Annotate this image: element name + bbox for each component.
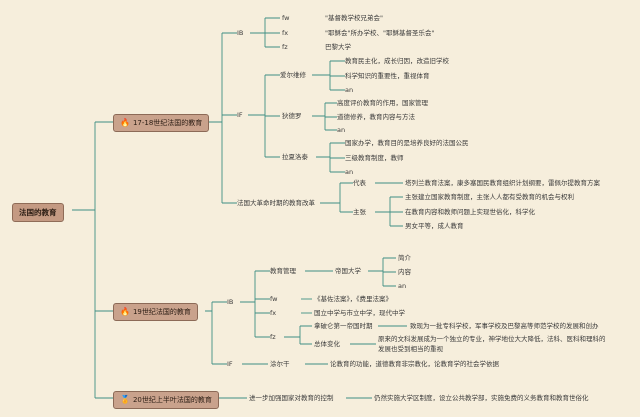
- fw-text: 《基佐法案》，《费里法案》: [314, 295, 392, 303]
- univ-label: 帝国大学: [335, 267, 361, 275]
- person-point: an: [345, 86, 354, 94]
- fz-first-label: 拿破仑第一帝国时期: [314, 322, 373, 330]
- ib-label: IB: [237, 29, 244, 37]
- section-label: 20世纪上半叶法国的教育: [132, 396, 212, 404]
- person-diderot: 狄德罗: [282, 112, 302, 120]
- ib-item-key: fw: [282, 14, 290, 22]
- connector: [205, 301, 227, 365]
- section-17-18th-century: 🔥 17-18世纪法国的教育: [113, 114, 210, 132]
- ib-item-key: fx: [282, 29, 289, 37]
- if-label: IF: [227, 360, 233, 368]
- claim-text: 男女平等，成人教育: [405, 222, 464, 230]
- person-helvetius: 爱尔维修: [280, 71, 306, 79]
- connector: [72, 121, 113, 399]
- durkheim-text: 论教育的功能，道德教育非宗教化，论教育学的社会学依据: [330, 360, 499, 368]
- person-la-chalotais: 拉夏洛泰: [282, 153, 308, 161]
- person-point: 三级教育制度，教师: [345, 154, 404, 162]
- connector: [250, 17, 280, 48]
- root-node: 法国的教育: [12, 203, 64, 222]
- section3-mid-text: 进一步加强国家对教育的控制: [249, 394, 334, 402]
- connector: [284, 325, 312, 345]
- person-point: 教育民主化，成长归因，改造旧学校: [345, 57, 449, 65]
- revolution-label: 法国大革命时期的教育改革: [237, 199, 315, 207]
- person-point: 道德修养，教育内容与方法: [337, 113, 415, 121]
- connector: [312, 102, 337, 131]
- ib-item-key: fz: [282, 43, 288, 51]
- fz-overall-line: 发展也受到相当的重视: [378, 345, 443, 353]
- connector: [248, 74, 280, 158]
- claim-text: 主张建立国家教育制度，主张人人都有受教育的机会与权利: [405, 193, 574, 201]
- section-early-20th-century: 🏅 20世纪上半叶法国的教育: [113, 391, 219, 409]
- person-durkheim: 涂尔干: [270, 360, 290, 368]
- connector: [240, 270, 270, 338]
- ib-item-text: 巴黎大学: [325, 43, 351, 51]
- univ-point: 简介: [398, 254, 411, 262]
- fz-first-text: 致现为一批专科学校，军事学校及巴黎高等师范学校的发展和创办: [410, 322, 599, 330]
- mgmt-label: 教育管理: [270, 267, 296, 275]
- fz-overall-line: 原来的文科发展成为一个独立的专业，神学地位大大降低，法科、医科和理科的: [378, 335, 606, 343]
- rep-text: 塔列兰教育法案，康多塞国民教育组织计划纲要，雷佩尔提教育方案: [405, 179, 600, 187]
- section-label: 19世纪法国的教育: [132, 308, 191, 316]
- if-label: IF: [237, 111, 243, 119]
- person-point: 高度评价教育的作用，国家管理: [337, 99, 428, 107]
- connector: [316, 142, 345, 173]
- person-point: an: [345, 168, 354, 176]
- connector: [320, 182, 353, 213]
- connector: [368, 257, 396, 287]
- connector: [312, 60, 345, 91]
- fire-icon: 🔥: [120, 307, 130, 316]
- connector: [205, 32, 237, 204]
- section3-right-text: 仍然实施大学区制度，设立公共教学部，实施免费的义务教育和教育世俗化: [374, 394, 589, 402]
- claim-text: 在教育内容和教师问题上实现世俗化，科学化: [405, 208, 535, 216]
- univ-point: an: [398, 282, 407, 290]
- ib-item-text: "基督教学校兄弟会": [325, 14, 383, 22]
- fire-icon: 🔥: [120, 118, 130, 127]
- connector: [375, 196, 403, 227]
- fx-text: 国立中学与市立中学，现代中学: [314, 309, 405, 317]
- fz-overall-label: 总体变化: [314, 340, 340, 348]
- person-point: an: [337, 126, 346, 134]
- fw-key: fw: [270, 295, 278, 303]
- medal-icon: 🏅: [120, 395, 130, 404]
- person-point: 科学知识的重要性，重视体育: [345, 72, 430, 80]
- ib-label: IB: [227, 298, 234, 306]
- section-label: 17-18世纪法国的教育: [132, 119, 203, 127]
- claim-label: 主张: [353, 208, 366, 216]
- person-point: 国家办学，教育目的是培养良好的法国公民: [345, 139, 469, 147]
- fx-key: fx: [270, 309, 277, 317]
- fz-key: fz: [270, 333, 276, 341]
- univ-point: 内容: [398, 268, 411, 276]
- rep-label: 代表: [353, 179, 366, 187]
- ib-item-text: "耶稣会"所办学校、"耶稣基督圣乐会": [325, 29, 435, 37]
- section-19th-century: 🔥 19世纪法国的教育: [113, 303, 198, 321]
